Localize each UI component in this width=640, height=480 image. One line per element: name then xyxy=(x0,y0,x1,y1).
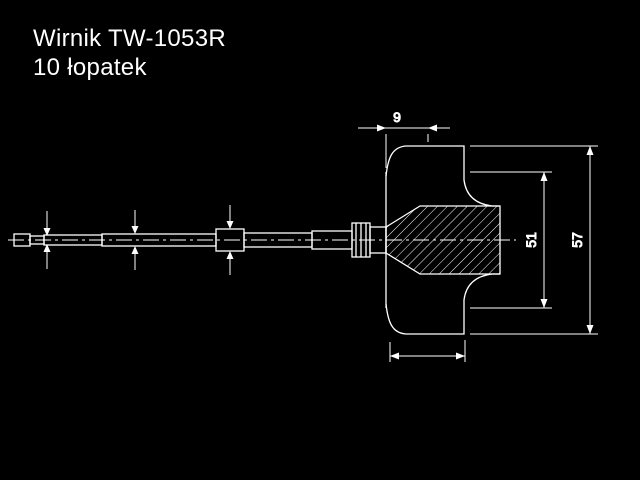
title-block: Wirnik TW-1053R 10 łopatek xyxy=(33,24,226,82)
diameter-callout-middle xyxy=(131,210,139,270)
dimension-label-51: 51 xyxy=(523,232,539,248)
top-blade-outline xyxy=(385,145,500,207)
bottom-blade-outline xyxy=(385,273,500,335)
diameter-callout-left xyxy=(43,211,51,269)
dimension-inducer-width: 9 xyxy=(358,109,450,168)
hub-cross-section xyxy=(385,205,501,275)
dimension-blade-tip-diameter: 51 xyxy=(470,171,552,309)
dimension-label-9: 9 xyxy=(393,109,401,125)
turbine-wheel xyxy=(385,145,501,335)
drawing-title: Wirnik TW-1053R xyxy=(33,25,226,52)
dimension-wheel-outer-diameter: 57 xyxy=(470,145,598,335)
dimension-wheel-width xyxy=(389,340,466,362)
diameter-callout-journal xyxy=(226,205,234,275)
drawing-subtitle: 10 łopatek xyxy=(33,54,147,81)
dimension-label-57: 57 xyxy=(569,232,585,248)
